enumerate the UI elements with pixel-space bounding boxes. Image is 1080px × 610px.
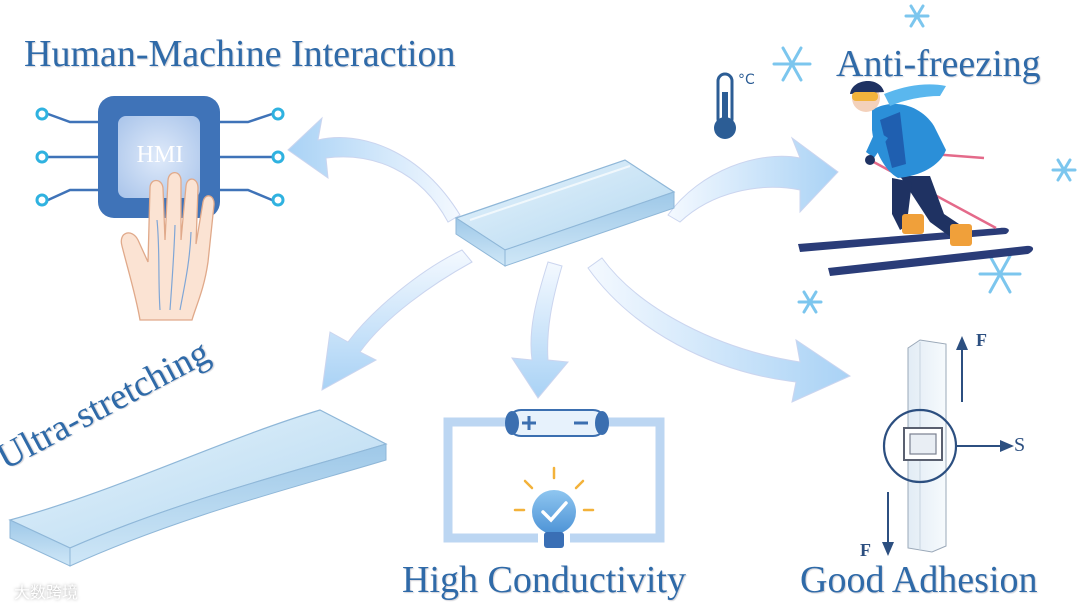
arrow-to-ultra-stretching xyxy=(321,249,473,391)
arrow-to-high-conductivity xyxy=(511,261,569,399)
label-anti-freezing: Anti-freezing xyxy=(836,43,1041,85)
thermometer-unit: °C xyxy=(738,72,755,88)
label-high-conductivity: High Conductivity xyxy=(402,559,686,601)
hydrogel-slab xyxy=(454,159,676,267)
hmi-chip-icon xyxy=(35,96,285,321)
snowflake-icons xyxy=(772,4,1077,314)
skier-icon xyxy=(798,80,1034,276)
arrow-to-hmi xyxy=(287,116,461,223)
label-good-adhesion: Good Adhesion xyxy=(800,559,1038,601)
arrow-to-good-adhesion xyxy=(587,257,852,403)
snowflake-icon xyxy=(1051,158,1077,182)
stretched-hydrogel xyxy=(8,409,388,567)
snowflake-icon xyxy=(904,4,930,28)
battery-signs xyxy=(522,416,588,430)
hmi-chip-text: HMI xyxy=(136,142,184,168)
thermometer-icon xyxy=(714,72,736,139)
circuit-icon xyxy=(443,409,665,548)
hand-icon xyxy=(120,171,215,321)
battery-icon xyxy=(505,409,609,437)
label-human-machine-interaction: Human-Machine Interaction xyxy=(24,33,456,75)
arrow-to-anti-freezing xyxy=(667,136,839,223)
watermark-text: 大数跨境 xyxy=(14,583,79,602)
adhesion-test-icon xyxy=(882,336,1014,556)
snowflake-icon xyxy=(797,290,823,314)
snowflake-icon xyxy=(978,254,1022,294)
force-label-top: F xyxy=(976,330,987,350)
watermark-logo-icon xyxy=(14,581,41,598)
snowflake-icon xyxy=(772,46,812,82)
lightbulb-icon xyxy=(513,466,595,548)
force-label-bottom: F xyxy=(860,540,871,560)
shear-label: S xyxy=(1014,434,1026,456)
